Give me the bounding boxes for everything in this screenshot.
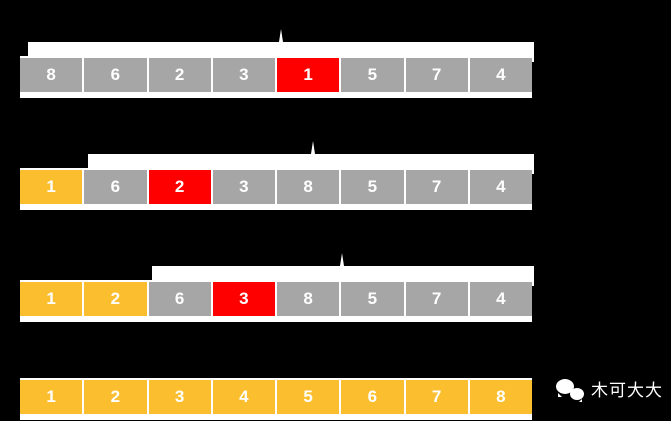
array-cell[interactable]: 2 [148, 170, 211, 204]
array-cell[interactable]: 2 [84, 282, 147, 316]
array-cell[interactable]: 7 [405, 170, 468, 204]
array-cell[interactable]: 8 [277, 282, 340, 316]
array-cell[interactable]: 8 [20, 58, 83, 92]
array-cell[interactable]: 1 [20, 380, 83, 414]
array-cell[interactable]: 7 [405, 282, 468, 316]
range-pointer-tick-icon [340, 253, 344, 266]
wechat-icon [556, 378, 584, 402]
array-cell[interactable]: 4 [469, 170, 532, 204]
array-cell[interactable]: 4 [469, 58, 532, 92]
array-cell[interactable]: 3 [148, 380, 211, 414]
range-pointer-tick-icon [311, 141, 315, 154]
array-cell[interactable]: 6 [84, 58, 147, 92]
array-cell[interactable]: 5 [341, 282, 404, 316]
array-cell[interactable]: 4 [212, 380, 275, 414]
array-cell[interactable]: 2 [84, 380, 147, 414]
array-cell[interactable]: 1 [20, 170, 83, 204]
watermark-text: 木可大大 [591, 381, 663, 400]
array-cell[interactable]: 2 [148, 58, 211, 92]
array-cell[interactable]: 5 [341, 170, 404, 204]
array-cell[interactable]: 3 [212, 58, 275, 92]
array-cell[interactable]: 5 [341, 58, 404, 92]
array-cell[interactable]: 4 [469, 282, 532, 316]
array-cell[interactable]: 7 [405, 58, 468, 92]
array-cell[interactable]: 3 [212, 282, 275, 316]
array-cell[interactable]: 6 [148, 282, 211, 316]
array-cell[interactable]: 5 [277, 380, 340, 414]
array-cell[interactable]: 6 [84, 170, 147, 204]
array-cell[interactable]: 1 [277, 58, 340, 92]
watermark: 木可大大 [556, 376, 663, 402]
range-pointer-tick-icon [279, 29, 283, 42]
array-cell[interactable]: 1 [20, 282, 83, 316]
search-range-bracket [152, 266, 534, 286]
array-cell[interactable]: 8 [469, 380, 532, 414]
array-cell[interactable]: 3 [212, 170, 275, 204]
array-cell[interactable]: 6 [341, 380, 404, 414]
array-cell[interactable]: 8 [277, 170, 340, 204]
array-cell[interactable]: 7 [405, 380, 468, 414]
search-range-bracket [28, 42, 534, 62]
search-range-bracket [88, 154, 534, 174]
